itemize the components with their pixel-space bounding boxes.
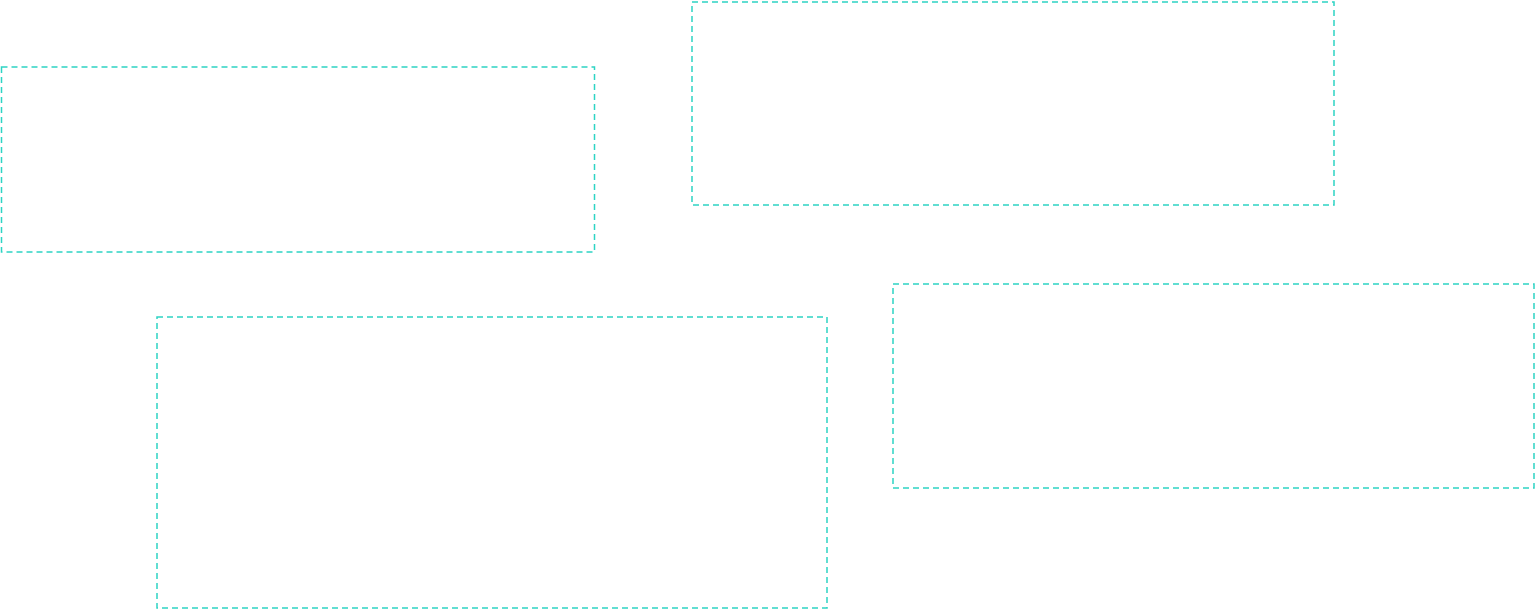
dashed-region-box [0,66,596,253]
dashed-region-box [691,1,1335,206]
dashed-region-box [156,316,828,609]
dashed-region-box [892,283,1535,489]
